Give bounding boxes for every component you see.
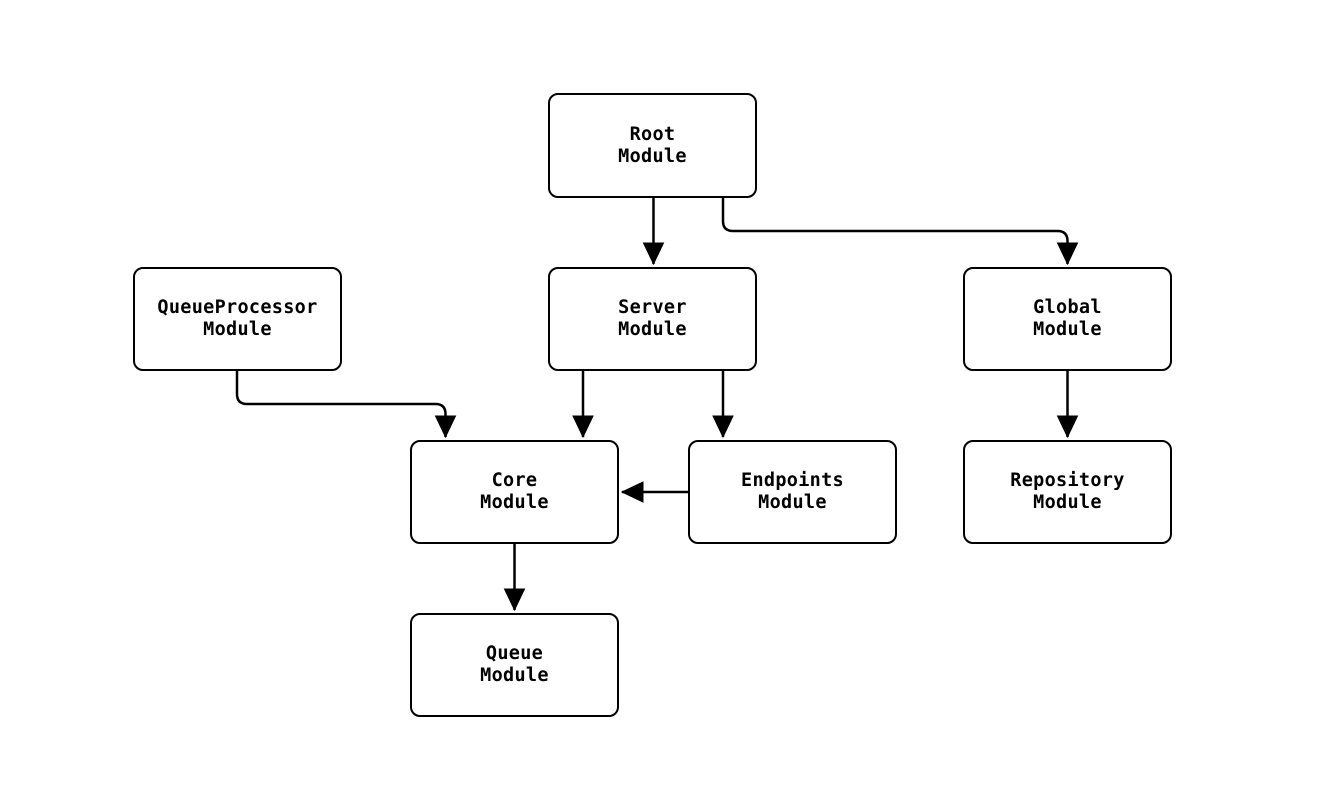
edge-root-to-global: [721, 198, 1079, 266]
node-label: Core Module: [480, 470, 549, 513]
node-label: Global Module: [1033, 297, 1102, 340]
node-global-module: Global Module: [963, 267, 1172, 371]
node-label: QueueProcessor Module: [157, 297, 318, 340]
node-server-module: Server Module: [548, 267, 757, 371]
node-label: Server Module: [618, 297, 687, 340]
node-core-module: Core Module: [410, 440, 619, 544]
edge-queueprocessor-to-core: [235, 371, 457, 439]
node-endpoints-module: Endpoints Module: [688, 440, 897, 544]
node-queueprocessor-module: QueueProcessor Module: [133, 267, 342, 371]
node-repository-module: Repository Module: [963, 440, 1172, 544]
node-label: Root Module: [618, 123, 687, 167]
node-queue-module: Queue Module: [410, 613, 619, 717]
node-label: Repository Module: [1010, 470, 1125, 513]
node-root-module: Root Module: [548, 93, 757, 198]
node-label: Endpoints Module: [741, 470, 844, 513]
node-label: Queue Module: [480, 643, 549, 686]
